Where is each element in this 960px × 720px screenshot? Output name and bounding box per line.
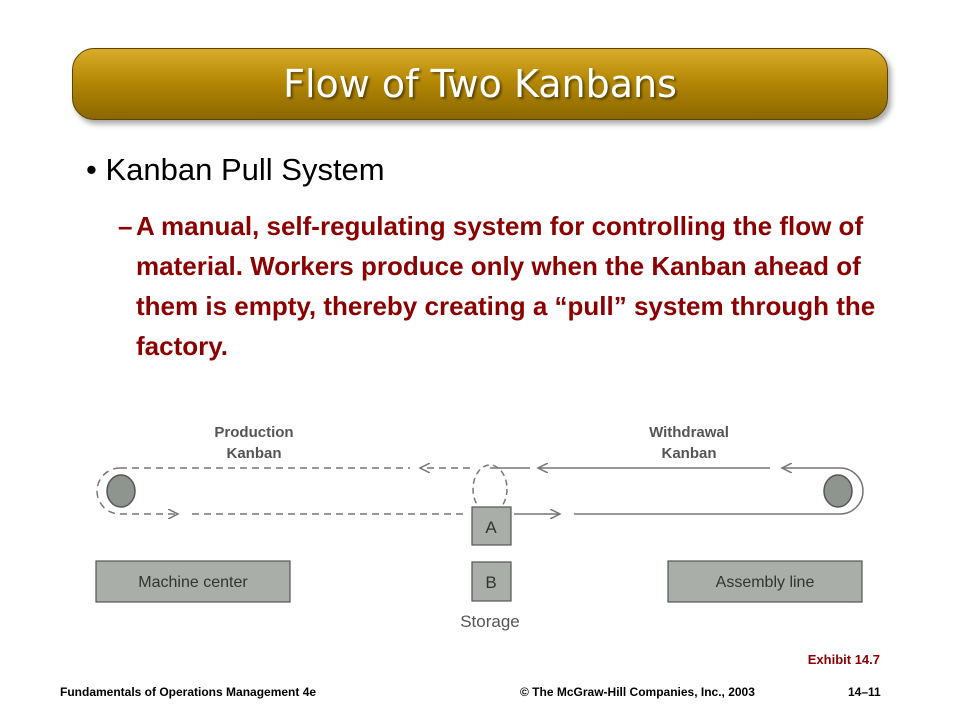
withdrawal-kanban-label-2: Kanban: [661, 445, 716, 462]
assembly-line-box: [667, 560, 863, 603]
machine-center-box: [95, 560, 291, 603]
footer-book-title: Fundamentals of Operations Management 4e: [60, 685, 317, 699]
production-kanban-label-1: Production: [214, 424, 293, 441]
sub-bullet: – A manual, self-regulating system for c…: [118, 206, 888, 366]
footer-copyright: © The McGraw-Hill Companies, Inc., 2003: [520, 685, 755, 699]
assembly-line-label: Assembly line: [716, 574, 815, 591]
sub-bullet-text: A manual, self-regulating system for con…: [136, 211, 876, 361]
kanban-flow-diagram: Production Kanban Withdrawal Kanban A B …: [95, 424, 864, 631]
production-loop-left-arc: [96, 467, 121, 515]
exhibit-label: Exhibit 14.7: [807, 652, 880, 667]
sub-bullet-dash: –: [118, 211, 133, 241]
storage-box-b-label: B: [485, 573, 496, 592]
slide-title: Flow of Two Kanbans: [283, 62, 677, 106]
storage-box-b: [471, 561, 512, 602]
storage-pickup-circle: [472, 464, 508, 514]
footer-page-number: 14–11: [848, 685, 881, 699]
production-kanban-card: [106, 474, 136, 508]
bullet-kanban-pull-system: • Kanban Pull System: [86, 152, 385, 187]
production-kanban-label-2: Kanban: [226, 445, 281, 462]
sub-bullet-row: – A manual, self-regulating system for c…: [118, 206, 888, 366]
storage-box-a: [471, 506, 512, 546]
withdrawal-kanban-label-1: Withdrawal: [649, 424, 729, 441]
storage-label: Storage: [460, 612, 520, 631]
withdrawal-loop-right-arc: [839, 467, 864, 515]
machine-center-label: Machine center: [138, 574, 248, 591]
title-bar: Flow of Two Kanbans: [72, 48, 888, 120]
storage-box-a-label: A: [485, 518, 497, 537]
withdrawal-kanban-card: [823, 474, 853, 508]
